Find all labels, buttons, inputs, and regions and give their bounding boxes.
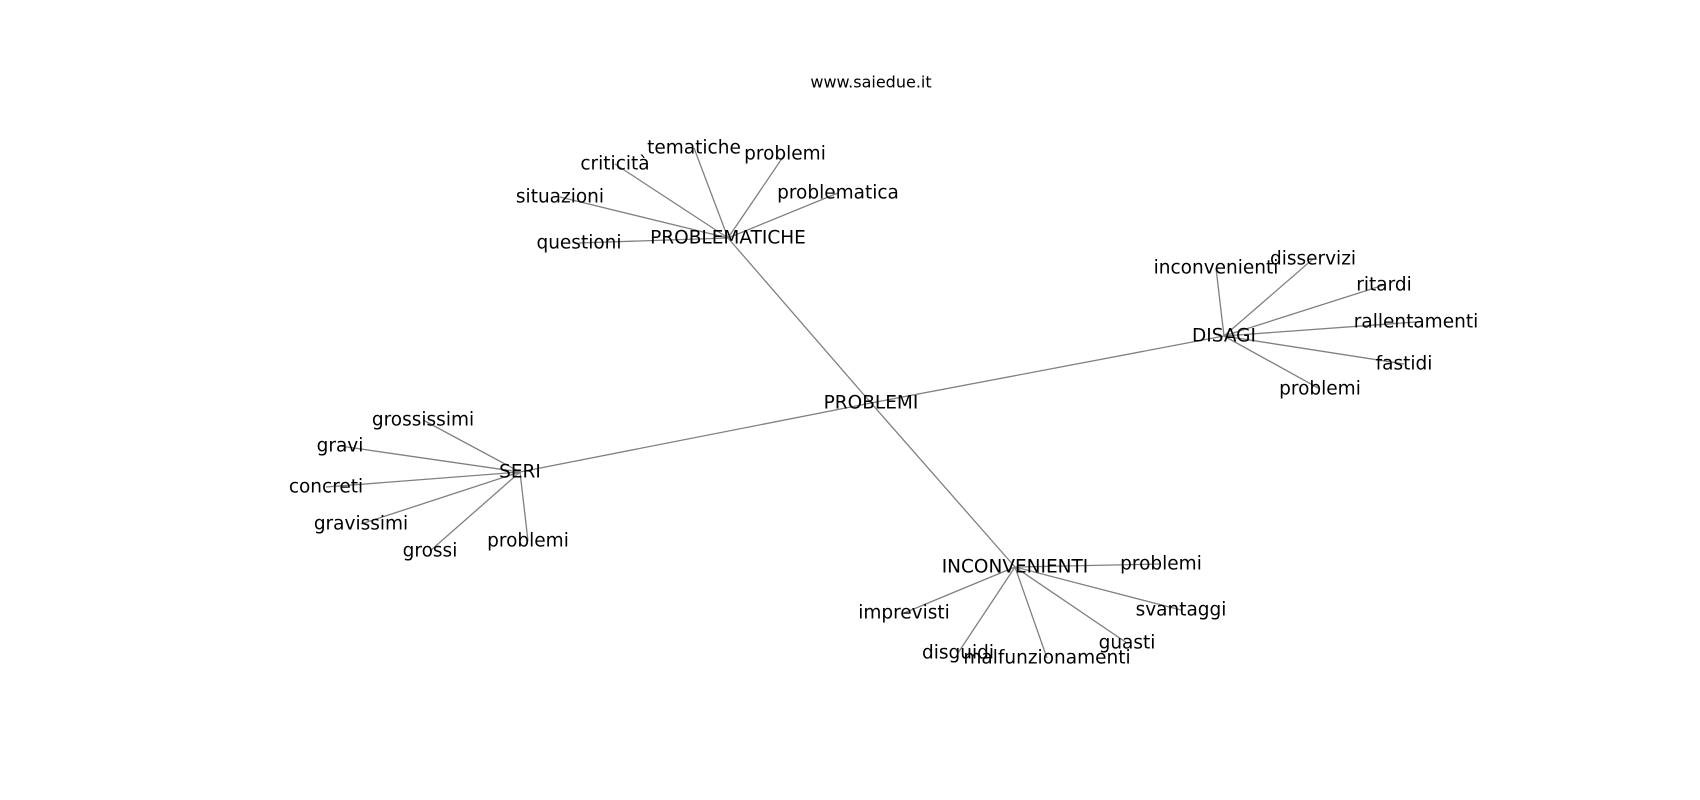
edge-seri-0 <box>422 419 521 473</box>
edge-inconvenienti-2 <box>1014 566 1182 611</box>
edge-inconvenienti-1 <box>903 566 1016 614</box>
node-leaf-disagi-4: fastidi <box>1376 354 1433 375</box>
node-leaf-disagi-1: disservizi <box>1270 249 1356 270</box>
edge-root-disagi <box>870 335 1225 404</box>
edges-layer <box>325 147 1417 659</box>
edge-root-seri <box>519 402 872 473</box>
edge-problematiche-0 <box>693 147 729 239</box>
node-leaf-inconvenienti-5: malfunzionamenti <box>963 648 1130 669</box>
edge-seri-2 <box>325 471 521 488</box>
edge-problematiche-5 <box>578 237 729 244</box>
edge-inconvenienti-4 <box>957 566 1016 654</box>
edge-inconvenienti-3 <box>1014 566 1128 644</box>
node-leaf-seri-2: concreti <box>289 477 363 498</box>
node-hub-disagi: DISAGI <box>1192 326 1256 347</box>
node-leaf-problematiche-4: situazioni <box>516 187 604 208</box>
node-leaf-problematiche-5: questioni <box>536 233 621 254</box>
edge-disagi-0 <box>1215 267 1225 337</box>
node-leaf-problematiche-3: problematica <box>777 183 899 204</box>
edge-disagi-3 <box>1223 321 1417 337</box>
edge-inconvenienti-5 <box>1014 566 1048 659</box>
node-hub-problematiche: PROBLEMATICHE <box>650 228 806 249</box>
node-leaf-disagi-0: inconvenienti <box>1154 258 1279 279</box>
node-leaf-disagi-2: ritardi <box>1356 275 1412 296</box>
node-leaf-inconvenienti-4: disguidi <box>922 643 994 664</box>
edge-disagi-1 <box>1223 258 1314 337</box>
node-leaf-problematiche-0: tematiche <box>647 138 741 159</box>
node-leaf-disagi-5: problemi <box>1279 379 1361 400</box>
node-root: PROBLEMI <box>824 393 919 414</box>
node-leaf-disagi-3: rallentamenti <box>1354 312 1478 333</box>
edge-seri-5 <box>519 471 529 542</box>
edge-disagi-4 <box>1223 335 1405 365</box>
node-leaf-seri-1: gravi <box>317 436 364 457</box>
node-leaf-inconvenienti-1: imprevisti <box>858 603 950 624</box>
edge-problematiche-2 <box>614 163 729 239</box>
edge-root-inconvenienti <box>870 402 1016 568</box>
edge-disagi-5 <box>1223 335 1321 390</box>
labels-layer: www.saiedue.it PROBLEMI PROBLEMATICHE tema… <box>289 73 1478 669</box>
edge-inconvenienti-0 <box>1014 563 1162 568</box>
edge-problematiche-3 <box>727 192 839 239</box>
node-hub-inconvenienti: INCONVENIENTI <box>942 557 1089 578</box>
node-leaf-seri-4: grossi <box>403 541 458 562</box>
node-leaf-seri-5: problemi <box>487 531 569 552</box>
node-hub-seri: SERI <box>499 462 541 483</box>
edge-problematiche-1 <box>727 153 786 239</box>
edge-problematiche-4 <box>559 196 729 239</box>
node-leaf-inconvenienti-0: problemi <box>1120 554 1202 575</box>
node-leaf-problematiche-2: criticità <box>580 154 649 175</box>
node-leaf-seri-3: gravissimi <box>314 514 408 535</box>
edge-seri-4 <box>429 471 521 552</box>
node-leaf-inconvenienti-3: guasti <box>1099 633 1156 654</box>
node-leaf-problematiche-1: problemi <box>744 144 826 165</box>
node-leaf-seri-0: grossissimi <box>372 410 474 431</box>
node-leaf-inconvenienti-2: svantaggi <box>1136 600 1227 621</box>
site-label: www.saiedue.it <box>810 73 931 92</box>
edge-root-problematiche <box>727 237 872 404</box>
edge-seri-3 <box>360 471 521 525</box>
edge-seri-1 <box>339 445 521 473</box>
edge-disagi-2 <box>1223 284 1385 337</box>
